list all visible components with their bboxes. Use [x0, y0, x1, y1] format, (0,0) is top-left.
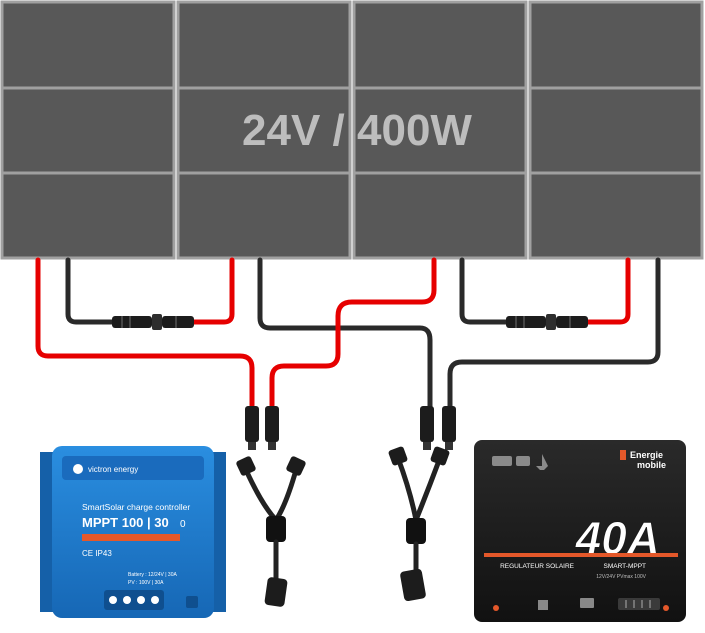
- victron-cert: CE IP43: [82, 549, 112, 558]
- energie-label: REGULATEUR SOLAIRE: [500, 563, 575, 570]
- positive-wire: [269, 257, 437, 411]
- negative-wire: [447, 257, 661, 411]
- solar-panel-array: 24V / 400W: [0, 0, 704, 260]
- victron-model: MPPT 100 | 30: [82, 515, 169, 530]
- energie-terminal-strip: [618, 598, 660, 610]
- positive-wire: [35, 257, 255, 411]
- energie-brand: Energie: [630, 450, 663, 460]
- victron-charge-controller: victron energy SmartSolar charge control…: [40, 446, 226, 618]
- victron-spec-pv: PV : 100V | 30A: [128, 580, 164, 586]
- energie-model: SMART-MPPT: [604, 563, 647, 570]
- array-rating-title: 24V / 400W: [242, 106, 472, 155]
- mc4-series-connector: [506, 314, 588, 330]
- solar-panel: [176, 0, 352, 260]
- victron-terminal-block: [104, 590, 164, 610]
- mc4-series-connector: [112, 314, 194, 330]
- energie-brand-sub: mobile: [637, 460, 666, 470]
- van-icon: [492, 456, 512, 466]
- energie-mobile-charge-controller: Energie mobile 40A REGULATEUR SOLAIRE SM…: [474, 440, 686, 622]
- solar-panel: [0, 0, 176, 260]
- negative-wire: [257, 257, 433, 411]
- energie-battery-port-icon: [580, 598, 594, 608]
- boat-icon: [536, 454, 548, 470]
- mc4-plug-pair-negative: [420, 406, 456, 450]
- victron-brand: victron energy: [88, 465, 138, 474]
- caravan-icon: [516, 456, 530, 466]
- mc4-plug-pair-positive: [245, 406, 279, 450]
- mc4-y-branch-connector: [236, 456, 306, 607]
- negative-wire: [459, 257, 513, 325]
- victron-orange-stripe: [82, 534, 180, 541]
- energie-logo-icon: [620, 450, 626, 460]
- positive-wire: [187, 257, 235, 325]
- negative-wire: [65, 257, 121, 325]
- victron-subtitle: SmartSolar charge controller: [82, 502, 190, 512]
- mc4-y-branch-connector: [388, 446, 450, 602]
- energie-orange-stripe: [484, 553, 678, 557]
- solar-panel: [352, 0, 528, 260]
- energie-pv-port-icon: [538, 600, 548, 610]
- victron-logo-icon: [73, 464, 83, 474]
- wiring: [35, 257, 661, 411]
- energie-spec: 12V/24V PVmax 100V: [596, 574, 646, 580]
- victron-bluetooth-mark: 0: [180, 519, 186, 530]
- positive-wire: [577, 257, 631, 325]
- victron-spec-battery: Battery : 12/24V | 30A: [128, 572, 177, 578]
- solar-panel: [528, 0, 704, 260]
